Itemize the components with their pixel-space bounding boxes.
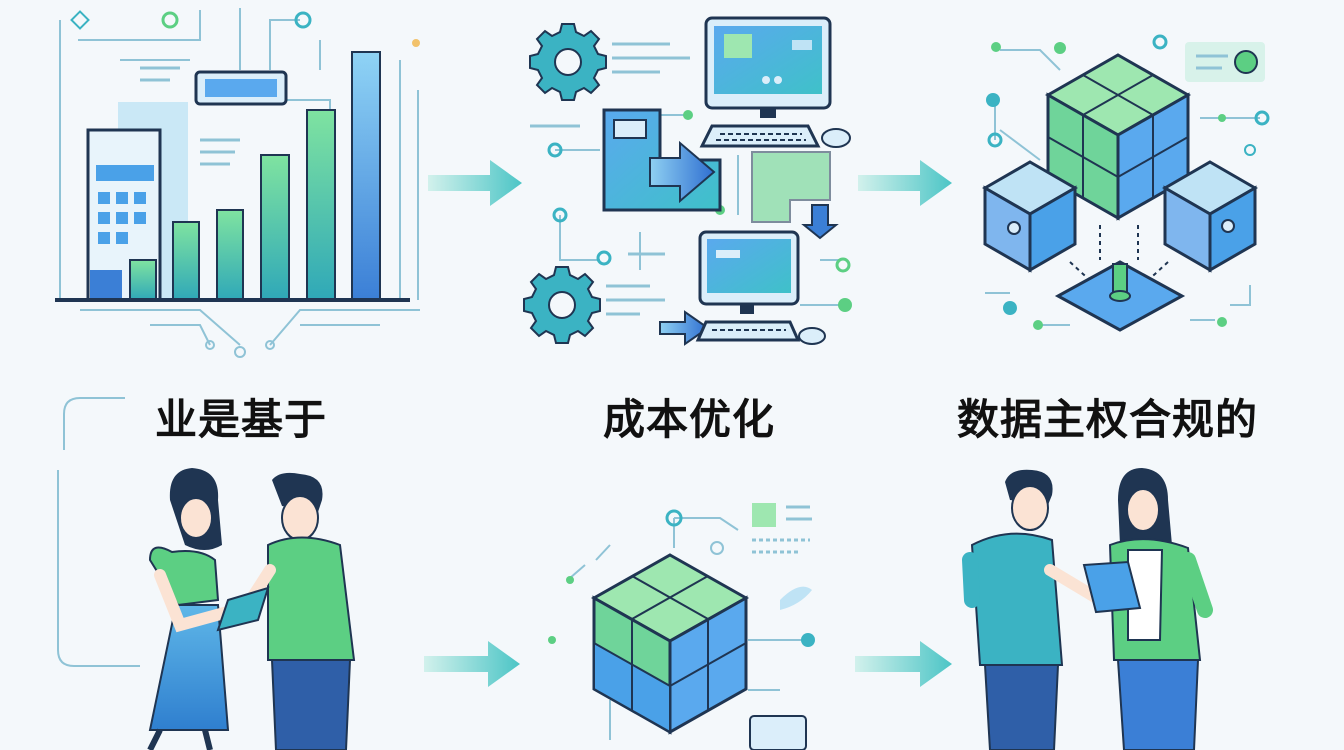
server-icon <box>602 108 722 212</box>
keyboard-icon <box>695 320 826 345</box>
monitor-icon <box>698 230 800 314</box>
flow-arrow-icon <box>855 641 952 687</box>
person-icon <box>147 468 356 750</box>
flow-arrow-icon <box>424 641 520 687</box>
person-icon <box>962 468 1213 750</box>
flow-arrow-icon <box>858 160 952 206</box>
tablet-icon <box>216 586 270 632</box>
bar-chart-icon <box>55 8 420 358</box>
keyboard-icon <box>699 124 851 148</box>
tablet-icon <box>1082 560 1142 614</box>
gear-icon <box>523 266 601 344</box>
flow-arrow-icon <box>428 160 522 206</box>
step-label-2: 成本优化 <box>603 395 776 444</box>
cube-icon <box>982 34 1270 332</box>
step-label-3: 数据主权合规的 <box>957 395 1259 444</box>
cube-icon <box>548 503 815 750</box>
gear-icon <box>529 23 607 101</box>
monitor-icon <box>704 16 832 118</box>
step-label-1: 业是基于 <box>155 395 328 444</box>
